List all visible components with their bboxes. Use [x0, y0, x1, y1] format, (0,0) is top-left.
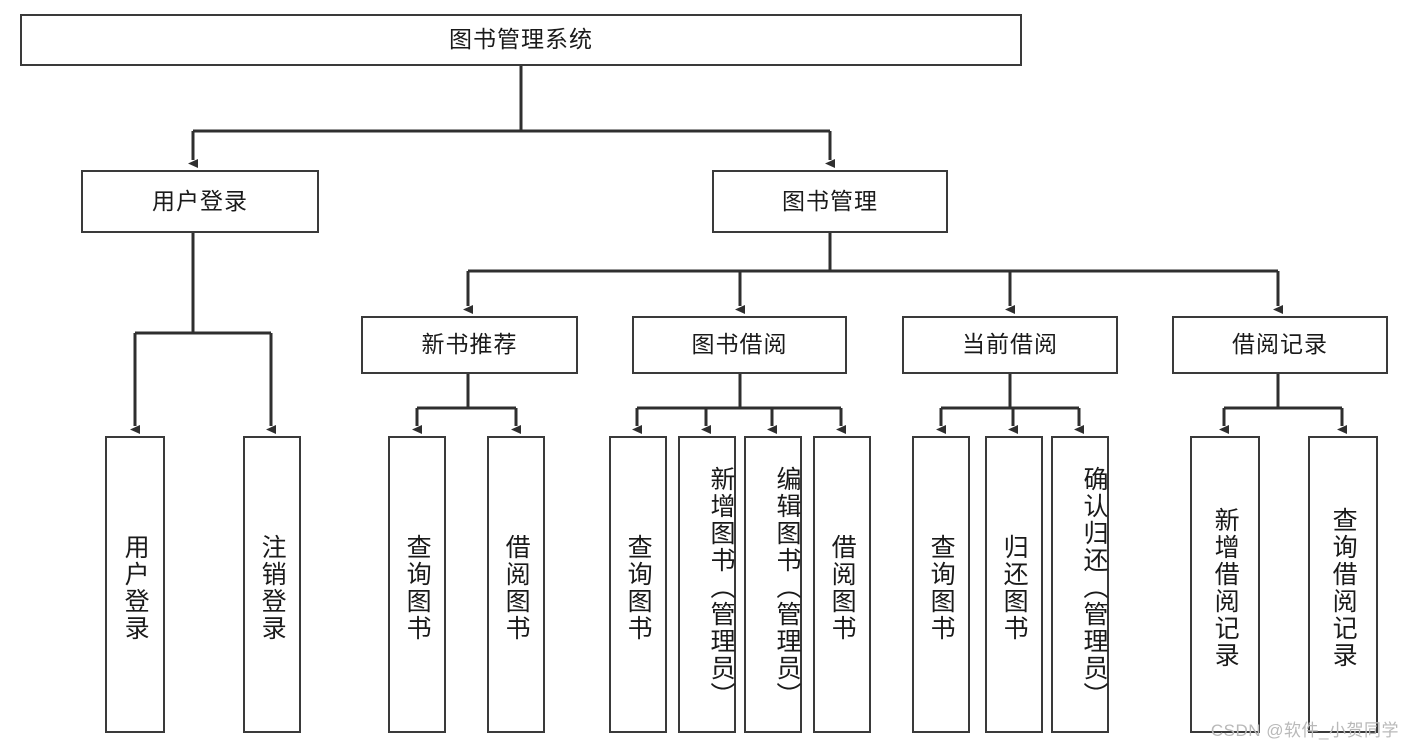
node-user-login[interactable]: 用户登录	[81, 170, 319, 233]
leaf-return-book[interactable]: 归还图书	[985, 436, 1043, 733]
node-book-borrow[interactable]: 图书借阅	[632, 316, 847, 374]
leaf-add-borrow-record[interactable]: 新增借阅记录	[1190, 436, 1260, 733]
leaf-edit-book-admin[interactable]: 编辑图书（管理员）	[744, 436, 802, 733]
node-current-borrow[interactable]: 当前借阅	[902, 316, 1118, 374]
leaf-add-book-admin[interactable]: 新增图书（管理员）	[678, 436, 736, 733]
leaf-user-login[interactable]: 用户登录	[105, 436, 165, 733]
leaf-logout[interactable]: 注销登录	[243, 436, 301, 733]
leaf-confirm-return-admin[interactable]: 确认归还（管理员）	[1051, 436, 1109, 733]
leaf-query-borrow-record[interactable]: 查询借阅记录	[1308, 436, 1378, 733]
node-new-book-recommend[interactable]: 新书推荐	[361, 316, 578, 374]
node-book-management[interactable]: 图书管理	[712, 170, 948, 233]
leaf-query-book-current[interactable]: 查询图书	[912, 436, 970, 733]
node-root-system[interactable]: 图书管理系统	[20, 14, 1022, 66]
leaf-borrow-book[interactable]: 借阅图书	[813, 436, 871, 733]
leaf-query-book-recommend[interactable]: 查询图书	[388, 436, 446, 733]
watermark-text: CSDN @软件_小贺同学	[1210, 721, 1399, 740]
leaf-query-book-borrow[interactable]: 查询图书	[609, 436, 667, 733]
node-borrow-record[interactable]: 借阅记录	[1172, 316, 1388, 374]
leaf-borrow-book-recommend[interactable]: 借阅图书	[487, 436, 545, 733]
